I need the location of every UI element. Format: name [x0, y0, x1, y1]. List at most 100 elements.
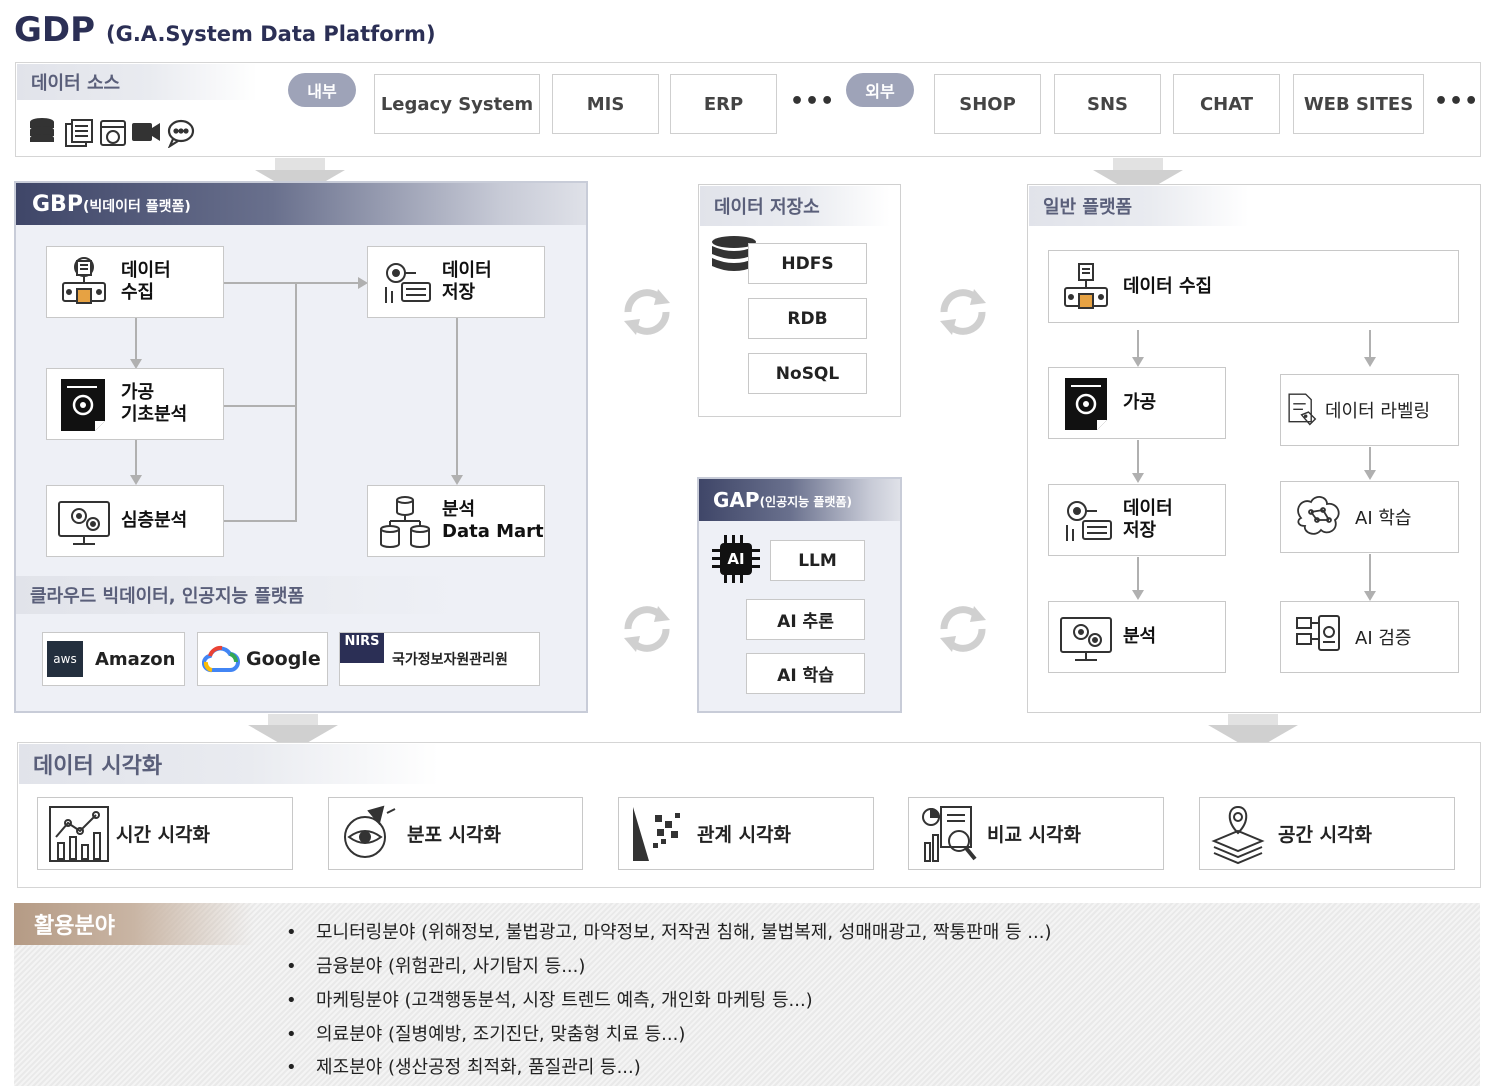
arrow-head [358, 277, 368, 289]
general-node-train-label: AI 학습 [1355, 508, 1412, 529]
connector [1137, 330, 1139, 360]
connector [224, 405, 296, 407]
document-tag-icon [1288, 393, 1317, 426]
gbp-title-sub: (빅데이터 플랫폼) [82, 199, 191, 215]
gbp-node-collect-label: 데이터 수집 [121, 260, 171, 303]
internal-badge: 내부 [288, 73, 356, 107]
gbp-node-process-label: 가공 기초분석 [121, 382, 188, 425]
cloud-nirs: NIRS 국가정보자원관리원 [339, 632, 540, 686]
viz-comparison-label: 비교 시각화 [987, 824, 1082, 846]
storage-nosql: NoSQL [748, 353, 867, 394]
general-node-store-label: 데이터 저장 [1123, 498, 1173, 541]
source-legacy-system: Legacy System [374, 74, 540, 134]
flow-arrow-stem [268, 714, 318, 726]
connector [1137, 440, 1139, 476]
source-web-sites: WEB SITES [1293, 74, 1424, 134]
source-sns: SNS [1054, 74, 1161, 134]
connector [1369, 447, 1371, 473]
general-node-analyze: 분석 [1048, 601, 1226, 673]
general-node-collect-label: 데이터 수집 [1123, 275, 1213, 297]
video-camera-icon [132, 123, 160, 141]
page-title: GDP [14, 10, 96, 50]
viz-spatial-label: 공간 시각화 [1278, 824, 1373, 846]
general-node-train: AI 학습 [1280, 481, 1459, 553]
cloud-google-label: Google [246, 648, 321, 670]
general-node-collect: 데이터 수집 [1048, 250, 1459, 323]
arrow-head [130, 359, 142, 369]
source-chat: CHAT [1173, 74, 1280, 134]
aws-logo: aws [47, 641, 83, 677]
ai-chip-icon: AI [708, 531, 764, 587]
connector [295, 282, 297, 522]
arrow-head [1132, 357, 1144, 367]
gap-ai-inference: AI 추론 [746, 599, 865, 640]
sync-icon [940, 289, 986, 335]
general-node-store: 데이터 저장 [1048, 484, 1226, 556]
visualization-header: 데이터 시각화 [19, 744, 439, 784]
chip-server-icon [385, 263, 431, 303]
eye-chart-icon [344, 805, 396, 858]
cloud-amazon: aws Amazon [42, 632, 185, 686]
map-layers-icon [1211, 805, 1265, 864]
cloud-amazon-label: Amazon [95, 648, 176, 670]
general-node-analyze-label: 분석 [1123, 626, 1157, 647]
viz-distribution-label: 분포 시각화 [407, 824, 502, 846]
data-collect-icon [1064, 262, 1108, 309]
gbp-node-deep-label: 심층분석 [121, 510, 188, 531]
bullet: • [286, 956, 297, 977]
nirs-logo: NIRS [340, 633, 384, 663]
data-collect-icon [62, 257, 106, 304]
usage-item: •의료분야 (질병예방, 조기진단, 맞춤형 치료 등...) [286, 1020, 685, 1046]
gap-title: GAP [713, 488, 760, 512]
bullet: • [286, 1057, 297, 1078]
general-node-verify-label: AI 검증 [1355, 628, 1412, 649]
gbp-node-deep: 심층분석 [46, 485, 224, 557]
monitor-gear-icon [58, 501, 110, 545]
gbp-node-mart-label: 분석 Data Mart [442, 499, 544, 542]
general-node-process: 가공 [1048, 367, 1226, 439]
aws-logo-text: aws [53, 652, 77, 666]
gbp-node-process: 가공 기초분석 [46, 368, 224, 440]
usage-item-text: 제조분야 (생산공정 최적화, 품질관리 등...) [316, 1057, 641, 1078]
monitor-gear-icon [1060, 617, 1112, 661]
gbp-header: GBP (빅데이터 플랫폼) [16, 183, 586, 225]
sync-icon [624, 606, 670, 652]
chip-server-icon [1066, 501, 1112, 541]
cloud-platform-header: 클라우드 빅데이터, 인공지능 플랫폼 [16, 576, 466, 614]
line-chart-icon [49, 805, 109, 862]
viz-distribution: 분포 시각화 [328, 797, 583, 870]
bullet: • [286, 1024, 297, 1045]
magnify-chart-icon [922, 805, 977, 862]
connector [1369, 554, 1371, 594]
usage-item: •마케팅분야 (고객행동분석, 시장 트렌드 예측, 개인화 마케팅 등...) [286, 986, 813, 1012]
database-icon [30, 118, 54, 142]
source-mis: MIS [552, 74, 659, 134]
gap-ai-training: AI 학습 [746, 653, 865, 694]
gbp-node-store-label: 데이터 저장 [442, 260, 492, 303]
gear-document-icon [61, 379, 105, 431]
cloud-google: Google [197, 632, 328, 686]
connector [1137, 557, 1139, 593]
gear-document-icon [1065, 378, 1107, 430]
viz-time: 시간 시각화 [37, 797, 293, 870]
gbp-node-collect: 데이터 수집 [46, 246, 224, 318]
google-cloud-icon [202, 645, 240, 673]
ai-chip-label: AI [727, 550, 745, 568]
gbp-node-mart: 분석 Data Mart [367, 485, 545, 557]
connector [456, 318, 458, 478]
arrow-head [1364, 470, 1376, 480]
flow-arrow-stem [1228, 714, 1278, 726]
gap-title-sub: (인공지능 플랫폼) [759, 495, 852, 509]
gap-header: GAP (인공지능 플랫폼) [699, 479, 900, 521]
general-node-label-label: 데이터 라벨링 [1325, 401, 1431, 422]
viz-relation-label: 관계 시각화 [697, 824, 792, 846]
viz-comparison: 비교 시각화 [908, 797, 1164, 870]
usage-item-text: 금융분야 (위험관리, 사기탐지 등...) [316, 956, 586, 977]
documents-icon [65, 119, 93, 147]
viz-time-label: 시간 시각화 [116, 824, 211, 846]
arrow-head [130, 475, 142, 485]
usage-item: • 제조분야 (생산공정 최적화, 품질관리 등...) [286, 1053, 641, 1079]
bullet: • [286, 990, 297, 1011]
flow-arrow-stem [1113, 158, 1163, 172]
connector [135, 318, 137, 362]
